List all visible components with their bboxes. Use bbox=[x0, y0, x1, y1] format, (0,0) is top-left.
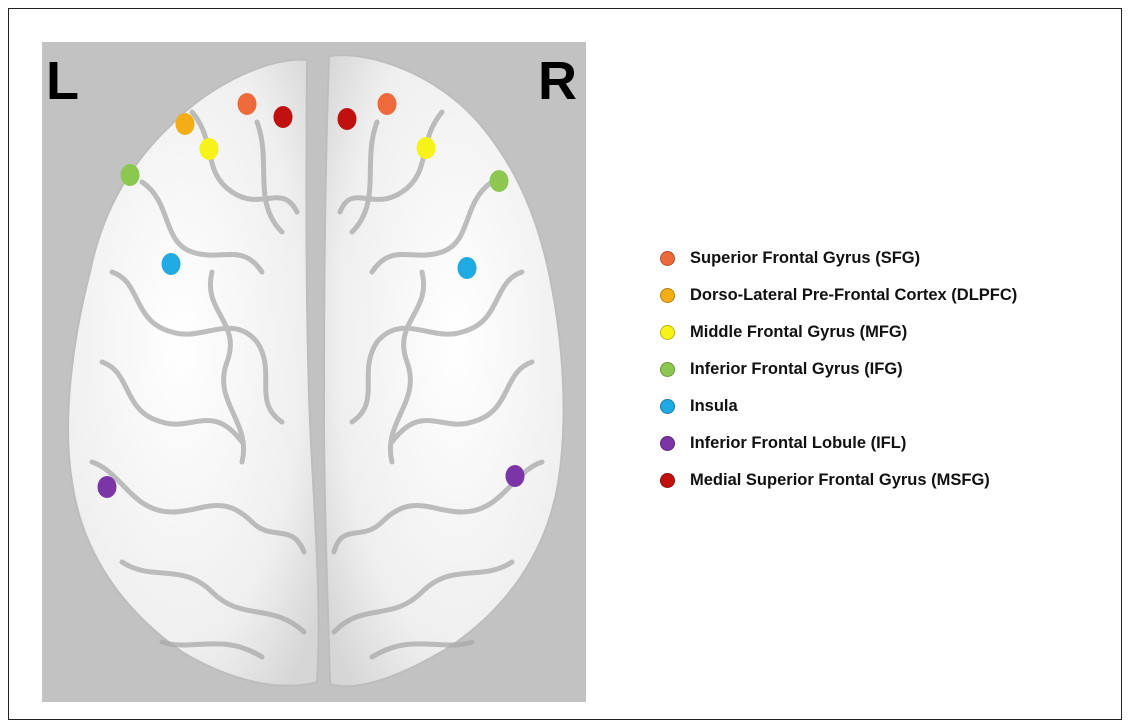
marker-insula-left bbox=[162, 253, 181, 275]
marker-ifg-right bbox=[490, 170, 509, 192]
brain-illustration bbox=[42, 42, 586, 702]
legend-swatch bbox=[660, 362, 675, 377]
marker-sfg-left bbox=[238, 93, 257, 115]
legend-swatch bbox=[660, 399, 675, 414]
legend-swatch bbox=[660, 288, 675, 303]
left-hemisphere bbox=[68, 60, 319, 686]
legend-item-msfg: Medial Superior Frontal Gyrus (MSFG) bbox=[660, 462, 1100, 499]
marker-mfg-right bbox=[417, 137, 436, 159]
marker-sfg-right bbox=[378, 93, 397, 115]
legend-item-mfg: Middle Frontal Gyrus (MFG) bbox=[660, 314, 1100, 351]
legend-label: Superior Frontal Gyrus (SFG) bbox=[690, 249, 920, 268]
legend-label: Inferior Frontal Gyrus (IFG) bbox=[690, 360, 903, 379]
marker-ifl-right bbox=[506, 465, 525, 487]
legend-swatch bbox=[660, 325, 675, 340]
legend-item-dlpfc: Dorso-Lateral Pre-Frontal Cortex (DLPFC) bbox=[660, 277, 1100, 314]
marker-ifg-left bbox=[121, 164, 140, 186]
legend-label: Dorso-Lateral Pre-Frontal Cortex (DLPFC) bbox=[690, 286, 1017, 305]
brain-image-panel bbox=[42, 42, 586, 702]
legend-item-insula: Insula bbox=[660, 388, 1100, 425]
legend-label: Inferior Frontal Lobule (IFL) bbox=[690, 434, 906, 453]
legend-item-sfg: Superior Frontal Gyrus (SFG) bbox=[660, 240, 1100, 277]
legend-label: Middle Frontal Gyrus (MFG) bbox=[690, 323, 907, 342]
left-hemisphere-label: L bbox=[46, 54, 79, 108]
marker-mfg-left bbox=[200, 138, 219, 160]
marker-ifl-left bbox=[98, 476, 117, 498]
legend-label: Insula bbox=[690, 397, 738, 416]
legend-swatch bbox=[660, 436, 675, 451]
marker-insula-right bbox=[458, 257, 477, 279]
legend: Superior Frontal Gyrus (SFG) Dorso-Later… bbox=[660, 240, 1100, 499]
right-hemisphere bbox=[324, 55, 564, 686]
legend-swatch bbox=[660, 251, 675, 266]
right-hemisphere-label: R bbox=[538, 54, 577, 108]
legend-item-ifl: Inferior Frontal Lobule (IFL) bbox=[660, 425, 1100, 462]
legend-label: Medial Superior Frontal Gyrus (MSFG) bbox=[690, 471, 990, 490]
marker-msfg-left bbox=[274, 106, 293, 128]
marker-msfg-right bbox=[338, 108, 357, 130]
marker-dlpfc-left bbox=[176, 113, 195, 135]
legend-swatch bbox=[660, 473, 675, 488]
legend-item-ifg: Inferior Frontal Gyrus (IFG) bbox=[660, 351, 1100, 388]
